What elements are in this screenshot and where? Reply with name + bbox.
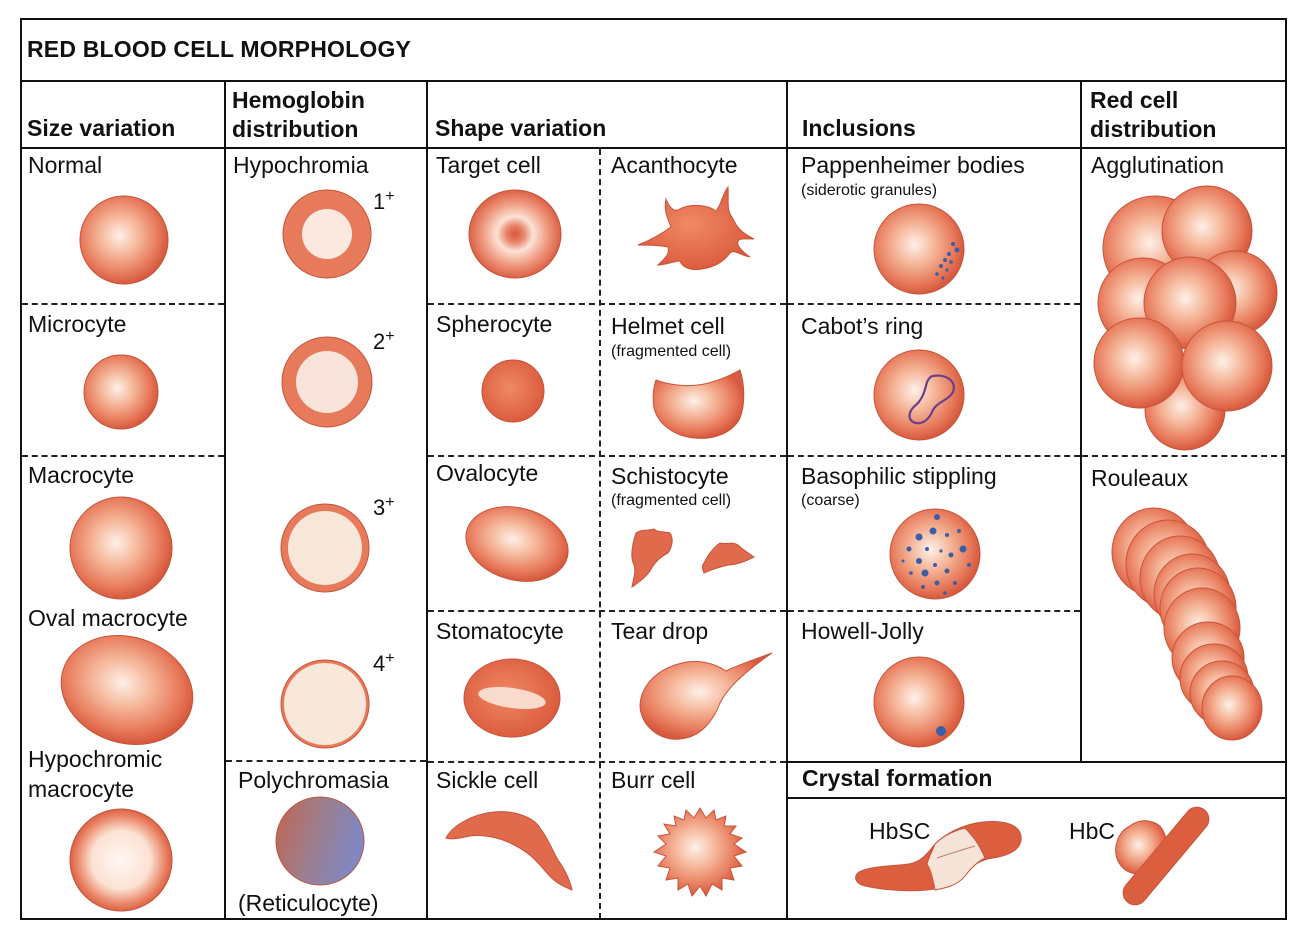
stippling-dots	[901, 514, 971, 595]
label-burr-cell: Burr cell	[611, 767, 696, 793]
rouleaux-stack-icon	[1111, 507, 1263, 741]
hypochromia-4-cell-icon	[280, 659, 370, 749]
label-agglutination: Agglutination	[1091, 152, 1224, 178]
header-red-cell-line2: distribution	[1090, 116, 1217, 142]
siderotic-granules	[935, 242, 960, 280]
label-hbsc: HbSC	[869, 818, 931, 844]
burr-cell-icon	[652, 807, 748, 898]
shape-vertical-dash	[599, 149, 601, 919]
label-basophilic-stippling: Basophilic stippling	[801, 463, 997, 489]
label-macrocyte: Macrocyte	[28, 462, 135, 488]
basophilic-stippling-cell-icon	[889, 508, 981, 600]
incl-dash-2	[788, 455, 1080, 457]
label-helmet-cell-note: (fragmented cell)	[611, 343, 732, 360]
hypochromic-macrocyte-cell-icon	[69, 808, 173, 912]
header-hemoglobin-line1: Hemoglobin	[232, 87, 365, 113]
label-acanthocyte: Acanthocyte	[611, 152, 738, 178]
label-normal: Normal	[28, 152, 103, 178]
howell-jolly-body	[936, 726, 946, 736]
crystal-top-line	[786, 761, 1287, 763]
shape-dash-4	[428, 761, 786, 763]
label-hypochromic-macrocyte-line2: macrocyte	[28, 776, 135, 802]
oval-macrocyte-cell-icon	[60, 635, 194, 745]
target-cell-icon	[468, 189, 562, 279]
label-cabots-ring: Cabot’s ring	[801, 313, 924, 339]
label-howell-jolly: Howell-Jolly	[801, 618, 924, 644]
column-divider-2	[426, 80, 428, 920]
shape-dash-3	[428, 610, 786, 612]
column-divider-4	[1080, 80, 1082, 762]
hypochromia-1-cell-icon	[282, 189, 372, 279]
header-hemoglobin-line2: distribution	[232, 116, 359, 142]
label-schistocyte-note: (fragmented cell)	[611, 492, 732, 509]
grade-4: 4+	[373, 650, 395, 676]
header-crystal-formation: Crystal formation	[802, 765, 993, 791]
label-pappenheimer-note: (siderotic granules)	[801, 182, 938, 199]
pappenheimer-cell-icon	[873, 203, 965, 295]
column-divider-3	[786, 80, 788, 920]
incl-dash-1	[788, 303, 1080, 305]
helmet-cell-icon	[652, 369, 745, 439]
header-red-cell-line1: Red cell	[1090, 87, 1179, 113]
agglutination-cluster-icon	[1093, 185, 1278, 451]
label-reticulocyte: (Reticulocyte)	[238, 890, 379, 916]
label-stomatocyte: Stomatocyte	[436, 618, 564, 644]
ovalocyte-icon	[465, 506, 569, 582]
label-spherocyte: Spherocyte	[436, 311, 553, 337]
label-oval-macrocyte: Oval macrocyte	[28, 605, 188, 631]
acanthocyte-icon	[637, 185, 755, 270]
sickle-cell-icon	[445, 811, 573, 891]
hbsc-crystal-icon	[855, 821, 1022, 892]
diagram-title: RED BLOOD CELL MORPHOLOGY	[27, 36, 412, 62]
incl-dash-3	[788, 610, 1080, 612]
tear-drop-icon	[639, 652, 773, 740]
cabots-ring-cell-icon	[873, 349, 965, 441]
label-helmet-cell: Helmet cell	[611, 313, 725, 339]
label-target-cell: Target cell	[436, 152, 541, 178]
schistocyte-icon	[631, 528, 755, 589]
howell-jolly-cell-icon	[873, 656, 965, 748]
label-ovalocyte: Ovalocyte	[436, 460, 539, 486]
label-tear-drop: Tear drop	[611, 618, 709, 644]
header-shape-variation: Shape variation	[435, 115, 607, 141]
spherocyte-icon	[481, 359, 545, 423]
grade-3: 3+	[373, 494, 395, 520]
hb-dash	[226, 760, 426, 762]
label-hypochromic-macrocyte-line1: Hypochromic	[28, 746, 163, 772]
label-hypochromia: Hypochromia	[233, 152, 369, 178]
label-polychromasia: Polychromasia	[238, 767, 389, 793]
macrocyte-cell-icon	[69, 496, 173, 600]
hypochromia-3-cell-icon	[280, 503, 370, 593]
hypochromia-2-cell-icon	[281, 336, 373, 428]
label-schistocyte: Schistocyte	[611, 463, 729, 489]
header-size-variation: Size variation	[27, 115, 176, 141]
label-basophilic-note: (coarse)	[801, 492, 860, 509]
title-divider	[20, 80, 1287, 82]
column-divider-1	[224, 80, 226, 920]
header-divider	[20, 147, 1287, 149]
dist-dash	[1082, 455, 1287, 457]
grade-2: 2+	[373, 328, 395, 354]
diagram-frame	[20, 18, 1287, 920]
grade-1: 1+	[373, 188, 395, 214]
label-rouleaux: Rouleaux	[1091, 465, 1189, 491]
microcyte-cell-icon	[83, 354, 159, 430]
crystal-header-line	[786, 797, 1287, 799]
polychromasia-cell-icon	[275, 796, 365, 886]
size-dash-1	[22, 303, 224, 305]
hbc-crystal-icon	[1115, 806, 1210, 906]
header-inclusions: Inclusions	[802, 115, 916, 141]
label-pappenheimer: Pappenheimer bodies	[801, 152, 1025, 178]
label-hbc: HbC	[1069, 818, 1116, 844]
normal-cell-icon	[79, 195, 169, 285]
shape-dash-1	[428, 303, 786, 305]
size-dash-2	[22, 455, 224, 457]
shape-dash-2	[428, 455, 786, 457]
stomatocyte-icon	[463, 658, 561, 738]
cabots-ring-loop	[908, 374, 955, 425]
label-sickle-cell: Sickle cell	[436, 767, 539, 793]
label-microcyte: Microcyte	[28, 311, 127, 337]
